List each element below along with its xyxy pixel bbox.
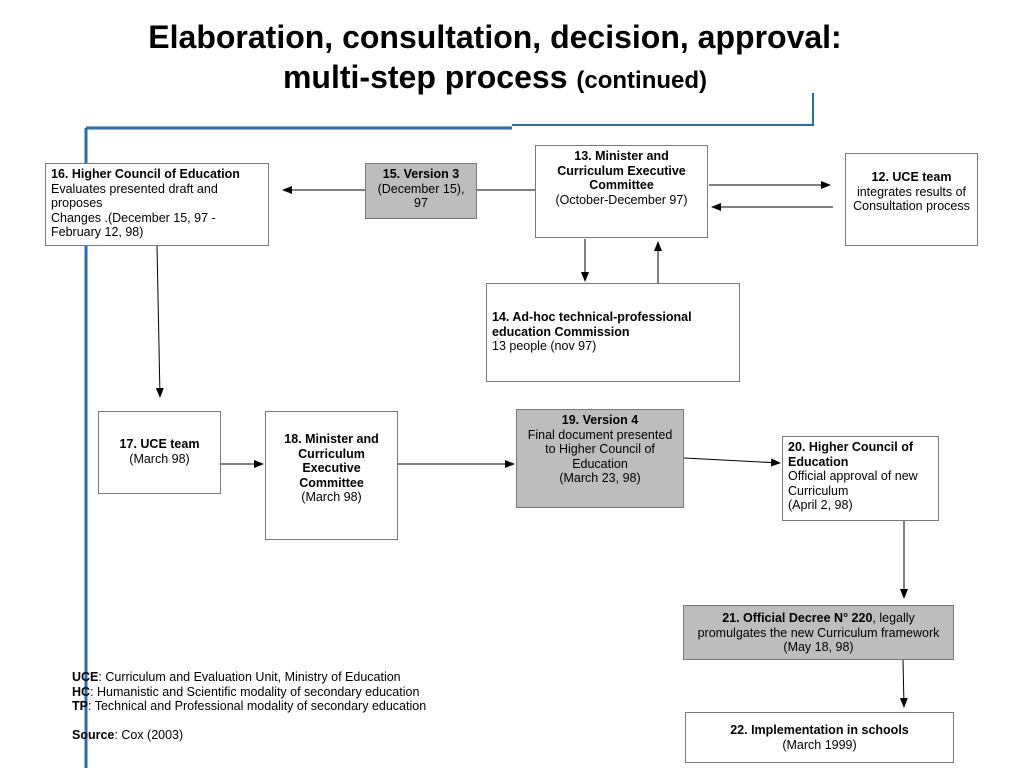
box-21-body2: (May 18, 98) bbox=[783, 640, 854, 654]
box-17-heading: 17. UCE team bbox=[119, 437, 200, 451]
legend-uce: UCE: Curriculum and Evaluation Unit, Min… bbox=[72, 670, 426, 685]
box-21-body: , legally promulgates the new Curriculum… bbox=[697, 611, 940, 640]
legend-tp: TP: Technical and Professional modality … bbox=[72, 699, 426, 714]
box-14-body: 13 people (nov 97) bbox=[492, 339, 597, 353]
arrow-19-to-20 bbox=[683, 457, 781, 467]
legend-hc: HC: Humanistic and Scientific modality o… bbox=[72, 685, 426, 700]
box-21-heading: 21. Official Decree N° 220 bbox=[722, 611, 873, 625]
box-13-body: (October-December 97) bbox=[555, 192, 688, 207]
box-15-version-3: 15. Version 3 (December 15), 97 bbox=[365, 163, 477, 219]
box-16-higher-council: 16. Higher Council of Education Evaluate… bbox=[45, 163, 269, 246]
box-19-heading: 19. Version 4 bbox=[561, 413, 639, 427]
box-17-body: (March 98) bbox=[129, 451, 190, 466]
box-16-body2: Changes .(December 15, 97 - February 12,… bbox=[51, 210, 216, 240]
box-20-body2: (April 2, 98) bbox=[788, 498, 853, 512]
legend-source: Source: Cox (2003) bbox=[72, 728, 426, 743]
box-22-body: (March 1999) bbox=[782, 737, 857, 752]
box-12-body: integrates results of Consultation proce… bbox=[853, 184, 970, 214]
box-13-heading: 13. Minister and Curriculum Executive Co… bbox=[557, 149, 686, 192]
box-13-minister-committee: 13. Minister and Curriculum Executive Co… bbox=[535, 145, 708, 238]
title-subtitle: (continued) bbox=[576, 67, 708, 94]
box-14-adhoc-commission: 14. Ad-hoc technical-professional educat… bbox=[486, 283, 740, 382]
arrow-16-to-17 bbox=[155, 245, 164, 398]
legend-source-text: : Cox (2003) bbox=[114, 727, 184, 742]
box-19-body: Final document presented to Higher Counc… bbox=[527, 427, 673, 471]
box-20-higher-council-approval: 20. Higher Council of Education Official… bbox=[782, 436, 939, 521]
title-line2: multi-step process (continued) bbox=[0, 58, 990, 100]
box-18-heading: 18. Minister and Curriculum Executive Co… bbox=[284, 432, 379, 490]
box-15-heading: 15. Version 3 bbox=[382, 167, 460, 181]
accent-line-top-right bbox=[512, 93, 814, 126]
legend-uce-abbr: UCE bbox=[72, 670, 99, 684]
box-18-body: (March 98) bbox=[301, 490, 362, 504]
box-20-heading: 20. Higher Council of Education bbox=[788, 440, 914, 469]
box-16-body: Evaluates presented draft and proposes bbox=[51, 181, 218, 211]
arrow-21-to-22 bbox=[899, 659, 908, 708]
box-12-uce-team: 12. UCE team integrates results of Consu… bbox=[845, 153, 978, 246]
title-line1: Elaboration, consultation, decision, app… bbox=[148, 19, 842, 55]
legend-tp-text: : Technical and Professional modality of… bbox=[87, 699, 427, 713]
legend-hc-text: : Humanistic and Scientific modality of … bbox=[90, 684, 420, 699]
legend-source-label: Source bbox=[72, 727, 115, 742]
box-20-body: Official approval of new Curriculum bbox=[788, 469, 918, 498]
legend-hc-abbr: HC bbox=[72, 684, 91, 699]
box-16-heading: 16. Higher Council of Education bbox=[51, 167, 240, 181]
box-21-official-decree: 21. Official Decree N° 220, legally prom… bbox=[683, 605, 954, 660]
title-main: multi-step process bbox=[282, 59, 568, 95]
box-12-heading: 12. UCE team bbox=[871, 170, 952, 184]
box-22-heading: 22. Implementation in schools bbox=[730, 723, 909, 737]
box-17-uce-team: 17. UCE team (March 98) bbox=[98, 411, 221, 494]
legend-uce-text: : Curriculum and Evaluation Unit, Minist… bbox=[98, 670, 401, 684]
box-15-body: (December 15), 97 bbox=[377, 181, 465, 211]
box-19-body2: (March 23, 98) bbox=[559, 471, 641, 485]
legend-tp-abbr: TP bbox=[72, 699, 88, 713]
box-18-minister-committee: 18. Minister and Curriculum Executive Co… bbox=[265, 411, 398, 540]
legend: UCE: Curriculum and Evaluation Unit, Min… bbox=[72, 670, 426, 742]
box-14-heading: 14. Ad-hoc technical-professional educat… bbox=[492, 310, 692, 339]
box-19-version-4: 19. Version 4 Final document presented t… bbox=[516, 409, 684, 508]
box-22-implementation: 22. Implementation in schools (March 199… bbox=[685, 712, 954, 763]
